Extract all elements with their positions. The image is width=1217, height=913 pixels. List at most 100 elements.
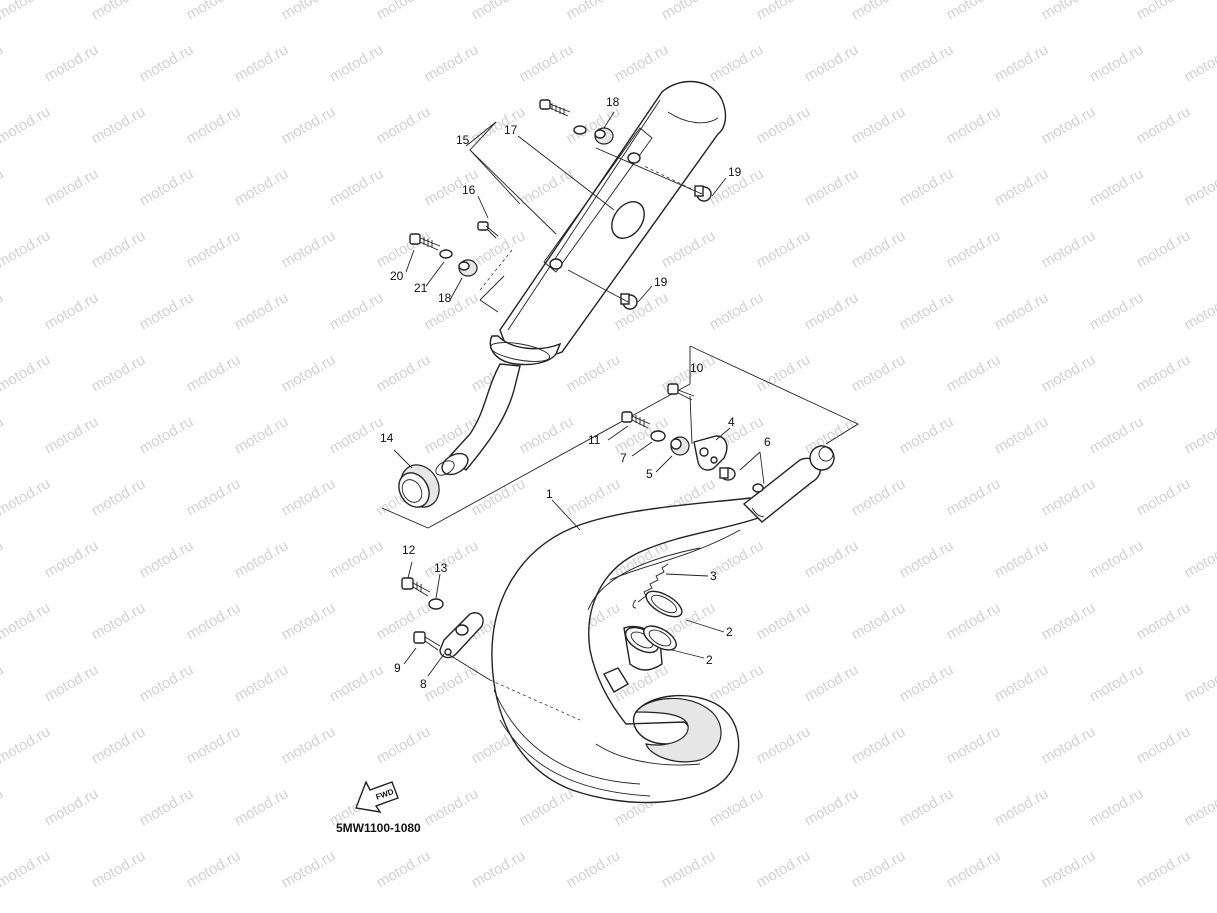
watermark-text: motod.ru (1087, 661, 1147, 705)
callout-2-lower: 2 (706, 653, 713, 667)
watermark-text: motod.ru (469, 847, 529, 891)
watermark-text: motod.ru (1039, 847, 1099, 891)
joint-ring-14 (398, 464, 440, 508)
watermark-text: motod.ru (1182, 785, 1217, 829)
watermark-text: motod.ru (42, 785, 102, 829)
fwd-arrow-icon: FWD (355, 780, 399, 813)
watermark-text: motod.ru (897, 413, 957, 457)
watermark-text: motod.ru (849, 723, 909, 767)
bolt-20 (409, 233, 441, 251)
watermark-text: motod.ru (1087, 537, 1147, 581)
callout-2-upper: 2 (726, 625, 733, 639)
watermark-text: motod.ru (89, 227, 149, 271)
watermark-text: motod.ru (802, 165, 862, 209)
watermark-text: motod.ru (564, 0, 624, 23)
watermark-text: motod.ru (89, 0, 149, 23)
watermark-text: motod.ru (184, 475, 244, 519)
watermark-text: motod.ru (232, 165, 292, 209)
watermark-text: motod.ru (469, 0, 529, 23)
watermark-text: motod.ru (279, 227, 339, 271)
watermark-text: motod.ru (42, 289, 102, 333)
gasket-2-upper (645, 590, 683, 618)
watermark-text: motod.ru (944, 723, 1004, 767)
watermark-text: motod.ru (184, 723, 244, 767)
watermark-text: motod.ru (469, 475, 529, 519)
watermark-text: motod.ru (184, 0, 244, 23)
callout-12: 12 (402, 543, 416, 557)
watermark-text: motod.ru (849, 103, 909, 147)
watermark-text: motod.ru (707, 41, 767, 85)
watermark-text: motod.ru (137, 165, 197, 209)
watermark-text: motod.ru (0, 227, 53, 271)
watermark-text: motod.ru (1134, 723, 1194, 767)
watermark-text: motod.ru (0, 475, 53, 519)
watermark-text: motod.ru (1039, 723, 1099, 767)
watermark-text: motod.ru (232, 41, 292, 85)
callout-19-top: 19 (728, 165, 742, 179)
watermark-text: motod.ru (802, 661, 862, 705)
watermark-text: motod.ru (469, 227, 529, 271)
watermark-text: motod.ru (944, 475, 1004, 519)
watermark-text: motod.ru (469, 103, 529, 147)
callout-10: 10 (690, 361, 704, 375)
watermark-text: motod.ru (564, 847, 624, 891)
watermark-text: motod.ru (1087, 413, 1147, 457)
watermark-text: motod.ru (0, 351, 53, 395)
expansion-chamber (491, 445, 835, 804)
watermark-text: motod.ru (754, 0, 814, 23)
watermark-text: motod.ru (184, 227, 244, 271)
watermark-text: motod.ru (707, 785, 767, 829)
watermark-text: motod.ru (232, 413, 292, 457)
watermark-text: motod.ru (137, 537, 197, 581)
watermark-text: motod.ru (849, 227, 909, 271)
spring-3 (632, 563, 669, 609)
watermark-text: motod.ru (42, 165, 102, 209)
watermark-text: motod.ru (89, 351, 149, 395)
watermark-text: motod.ru (279, 351, 339, 395)
watermark-text: motod.ru (897, 537, 957, 581)
watermark-text: motod.ru (1039, 475, 1099, 519)
watermark-text: motod.ru (754, 723, 814, 767)
watermark-text: motod.ru (0, 723, 53, 767)
watermark-text: motod.ru (992, 537, 1052, 581)
watermark-text: motod.ru (0, 289, 6, 333)
leader-lines (393, 111, 765, 677)
watermark-text: motod.ru (802, 785, 862, 829)
watermark-text: motod.ru (517, 41, 577, 85)
watermark-text: motod.ru (279, 103, 339, 147)
watermark-text: motod.ru (422, 537, 482, 581)
bolt-12 (401, 577, 431, 597)
gasket-2-lower (643, 625, 677, 651)
watermark-text: motod.ru (1134, 847, 1194, 891)
diagram-code: 5MW1100-1080 (336, 821, 421, 835)
bolt-16 (477, 221, 499, 239)
callout-6: 6 (764, 435, 771, 449)
watermark-text: motod.ru (1087, 785, 1147, 829)
callout-13: 13 (434, 561, 448, 575)
watermark-text: motod.ru (754, 351, 814, 395)
watermark-text: motod.ru (944, 847, 1004, 891)
watermark-text: motod.ru (517, 413, 577, 457)
watermark-text: motod.ru (422, 785, 482, 829)
watermark-text: motod.ru (0, 537, 6, 581)
watermark-text: motod.ru (374, 723, 434, 767)
watermark-text: motod.ru (944, 351, 1004, 395)
watermark-text: motod.ru (564, 103, 624, 147)
callout-18-left: 18 (438, 291, 452, 305)
bushing-19-top (694, 185, 712, 202)
watermark-text: motod.ru (1182, 41, 1217, 85)
watermark-text: motod.ru (1182, 165, 1217, 209)
watermark-text: motod.ru (992, 661, 1052, 705)
callout-16: 16 (462, 183, 476, 197)
watermark-text: motod.ru (897, 661, 957, 705)
watermark-text: motod.ru (89, 847, 149, 891)
watermark-text: motod.ru (184, 599, 244, 643)
watermark-text: motod.ru (992, 289, 1052, 333)
watermark-text: motod.ru (279, 475, 339, 519)
watermark-text: motod.ru (1087, 41, 1147, 85)
watermark-text: motod.ru (422, 661, 482, 705)
watermark-text: motod.ru (992, 41, 1052, 85)
callout-7: 7 (620, 451, 627, 465)
watermark-text: motod.ru (279, 723, 339, 767)
watermark-text: motod.ru (849, 599, 909, 643)
